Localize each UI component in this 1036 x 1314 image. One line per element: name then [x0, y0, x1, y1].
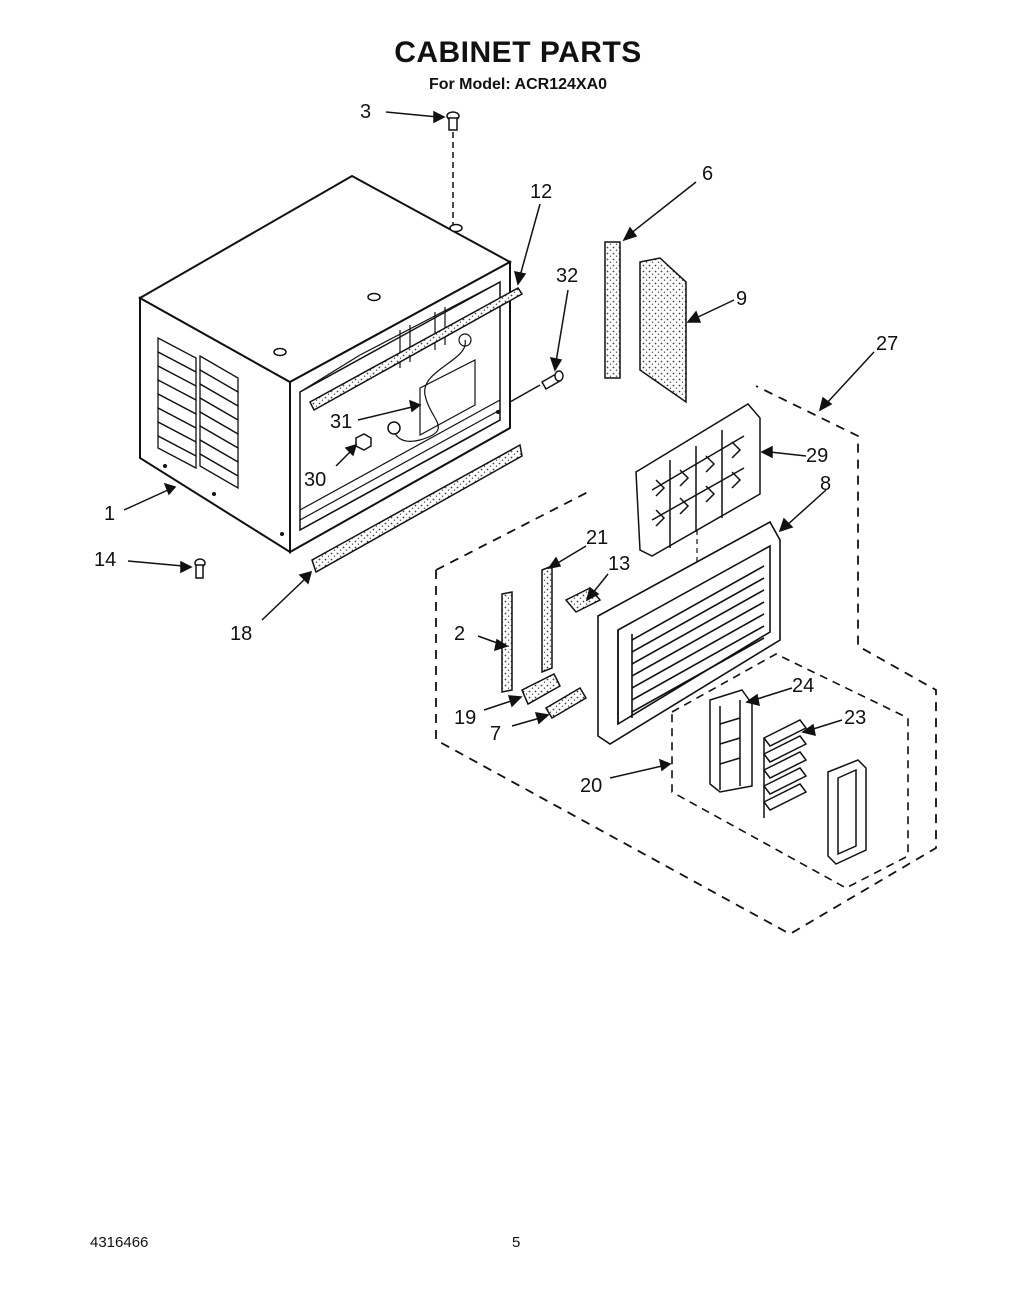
callout-1: 1 — [104, 503, 115, 525]
bottom-seal-block — [521, 672, 561, 706]
cabinet-rivets — [163, 410, 500, 536]
front-panel-assembly-boundary — [435, 385, 937, 936]
top-screw-holes — [273, 223, 463, 357]
side-screw — [194, 558, 206, 579]
callout-24: 24 — [792, 675, 814, 697]
left-gasket-long — [541, 564, 553, 674]
callout-13: 13 — [608, 553, 630, 575]
callout-labels: 3 12 6 9 32 27 31 30 29 8 1 14 18 21 13 … — [94, 101, 898, 797]
callout-27: 27 — [876, 333, 898, 355]
louver-blades — [762, 719, 808, 818]
rear-screw — [509, 370, 564, 403]
front-grille-panel — [597, 520, 781, 745]
callout-9: 9 — [736, 288, 747, 310]
top-rail — [309, 287, 524, 412]
air-filter — [635, 403, 761, 557]
callout-19: 19 — [454, 707, 476, 729]
page-title: CABINET PARTS — [394, 36, 642, 69]
leader-lines — [123, 110, 875, 779]
callout-3: 3 — [360, 101, 371, 123]
vertical-gasket-strip — [604, 241, 621, 379]
louver-frame — [709, 689, 753, 793]
callout-6: 6 — [702, 163, 713, 185]
callout-29: 29 — [806, 445, 828, 467]
callout-8: 8 — [820, 473, 831, 495]
callout-30: 30 — [304, 469, 326, 491]
callout-21: 21 — [586, 527, 608, 549]
side-louvers — [157, 336, 239, 490]
callout-14: 14 — [94, 549, 116, 571]
callout-2: 2 — [454, 623, 465, 645]
callout-23: 23 — [844, 707, 866, 729]
callout-31: 31 — [330, 411, 352, 433]
page-number: 5 — [512, 1234, 521, 1251]
model-subtitle: For Model: ACR124XA0 — [428, 76, 608, 93]
callout-7: 7 — [490, 723, 501, 745]
document-number: 4316466 — [90, 1234, 149, 1251]
bottom-rail — [311, 443, 523, 574]
left-gasket-short — [501, 591, 513, 693]
callout-32: 32 — [556, 265, 578, 287]
callout-12: 12 — [530, 181, 552, 203]
top-screw — [446, 111, 460, 225]
bottom-seal-strip — [544, 686, 588, 720]
deflector-assembly-boundary — [671, 653, 909, 889]
side-filter-pad — [639, 257, 687, 404]
trim-frame — [827, 759, 867, 865]
callout-18: 18 — [230, 623, 252, 645]
callout-20: 20 — [580, 775, 602, 797]
